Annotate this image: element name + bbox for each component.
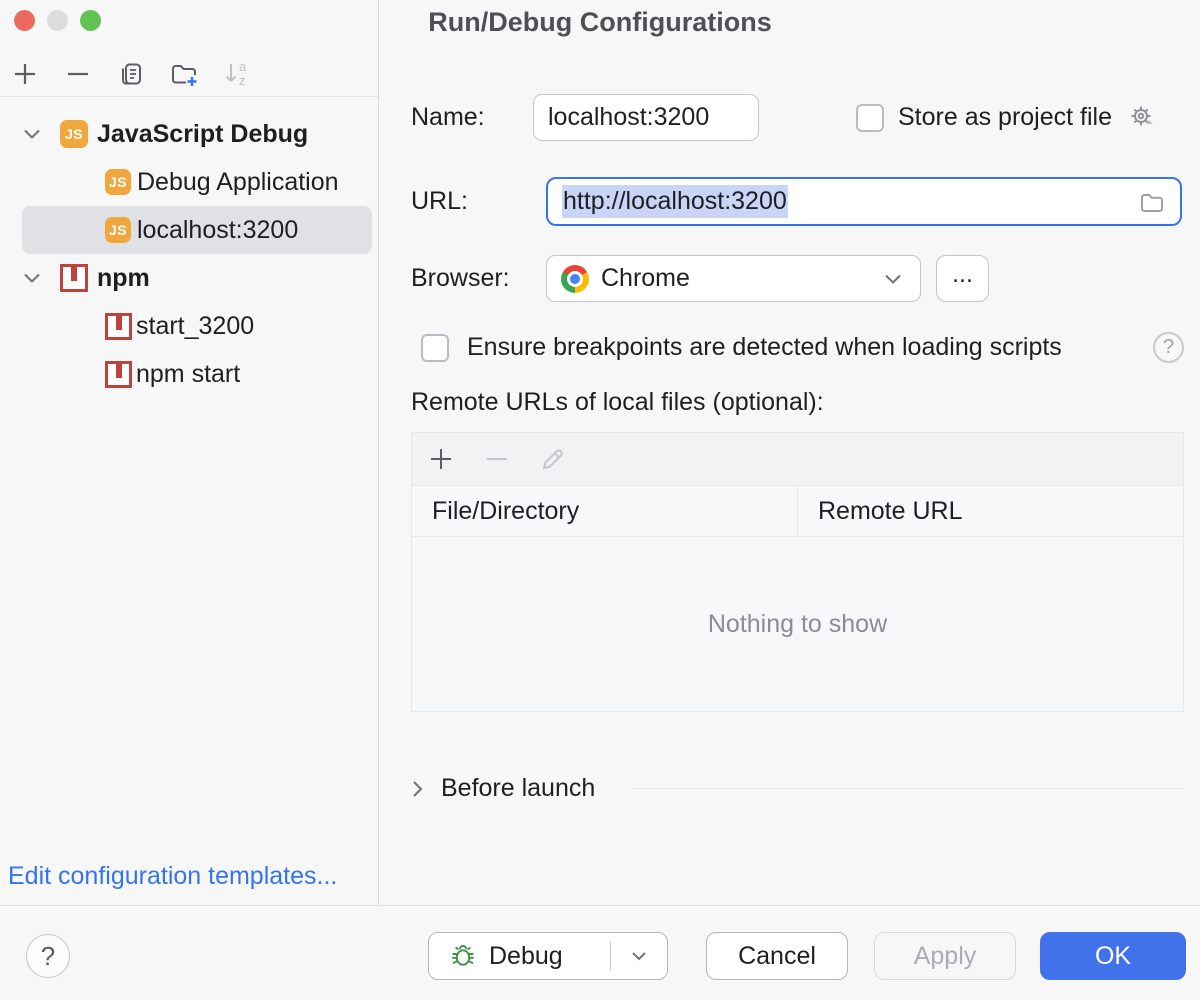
copy-icon[interactable] (116, 59, 146, 89)
before-launch-label: Before launch (441, 774, 596, 802)
debug-button-label: Debug (489, 941, 563, 970)
browse-folder-icon[interactable] (1138, 189, 1166, 215)
chevron-down-icon[interactable] (22, 127, 42, 141)
store-as-project-file-group: Store as project file (856, 102, 1160, 134)
table-toolbar (412, 433, 1183, 486)
javascript-icon: JS (60, 120, 88, 148)
column-header-remote-url[interactable]: Remote URL (797, 486, 1183, 536)
close-window-button[interactable] (14, 10, 35, 31)
dialog-help-button[interactable]: ? (26, 934, 70, 978)
ensure-breakpoints-label: Ensure breakpoints are detected when loa… (467, 333, 1062, 361)
npm-icon (60, 264, 88, 292)
svg-text:z: z (239, 73, 246, 88)
url-row: URL: http://localhost:3200 (411, 177, 1184, 226)
tree-item-start-3200[interactable]: start_3200 (22, 302, 372, 350)
tree-item-label: JavaScript Debug (97, 119, 309, 148)
dialog-footer: ? Debug Cancel Apply OK (0, 905, 1200, 1000)
titlebar: Run/Debug Configurations (0, 0, 1200, 44)
ok-button[interactable]: OK (1040, 932, 1186, 980)
add-icon[interactable] (10, 59, 40, 89)
browser-row: Browser: Chrome ... (411, 255, 1184, 302)
remote-urls-label: Remote URLs of local files (optional): (411, 388, 824, 416)
edit-configuration-templates-link[interactable]: Edit configuration templates... (8, 862, 338, 890)
chevron-right-icon (413, 780, 423, 797)
before-launch-divider (633, 788, 1184, 789)
name-input[interactable]: localhost:3200 (533, 94, 759, 141)
bug-icon (452, 945, 474, 966)
url-input[interactable]: http://localhost:3200 (546, 177, 1182, 226)
debug-button[interactable]: Debug (428, 932, 668, 980)
gear-icon[interactable] (1126, 102, 1160, 134)
tree-item-label: localhost:3200 (137, 215, 299, 244)
url-label: URL: (411, 187, 468, 215)
ensure-breakpoints-checkbox[interactable] (421, 333, 449, 362)
zoom-window-button[interactable] (80, 10, 101, 31)
tree-item-label: start_3200 (136, 311, 255, 340)
chevron-down-icon[interactable] (631, 951, 647, 962)
browser-more-button[interactable]: ... (936, 255, 989, 302)
remote-urls-row: Remote URLs of local files (optional): (411, 388, 1184, 417)
sort-icon[interactable]: a z (222, 59, 252, 89)
browser-label: Browser: (411, 264, 510, 292)
traffic-lights (14, 10, 101, 31)
help-glyph: ? (1162, 336, 1175, 358)
npm-icon (105, 360, 132, 388)
sidebar-toolbar: a z (0, 52, 378, 97)
chrome-icon (561, 264, 589, 293)
new-folder-icon[interactable] (169, 59, 199, 89)
name-label: Name: (411, 103, 485, 131)
name-value: localhost:3200 (548, 103, 710, 131)
npm-icon (105, 312, 132, 340)
table-body: Nothing to show (412, 537, 1183, 711)
table-edit-icon[interactable] (538, 444, 568, 474)
remote-urls-table: File/Directory Remote URL Nothing to sho… (411, 432, 1184, 712)
chevron-down-icon (884, 273, 902, 285)
apply-button-label: Apply (913, 941, 977, 970)
column-header-file-directory[interactable]: File/Directory (432, 496, 580, 525)
window-title: Run/Debug Configurations (428, 7, 772, 37)
chevron-down-icon[interactable] (22, 271, 42, 285)
svg-text:a: a (239, 59, 247, 74)
browser-more-label: ... (952, 260, 973, 288)
name-row: Name: localhost:3200 Store as project fi… (411, 94, 1184, 141)
store-as-project-file-checkbox[interactable] (856, 103, 884, 132)
help-icon[interactable]: ? (1153, 332, 1184, 363)
remove-icon[interactable] (63, 59, 93, 89)
minimize-window-button[interactable] (47, 10, 68, 31)
apply-button[interactable]: Apply (874, 932, 1016, 980)
url-value: http://localhost:3200 (562, 185, 788, 218)
tree-item-label: npm (97, 263, 150, 292)
cancel-button[interactable]: Cancel (706, 932, 848, 980)
tree-item-javascript-debug[interactable]: JS JavaScript Debug (22, 110, 372, 158)
tree-item-npm[interactable]: npm (22, 254, 372, 302)
store-as-project-file-label: Store as project file (898, 103, 1112, 131)
table-add-icon[interactable] (426, 444, 456, 474)
before-launch-section[interactable]: Before launch (411, 774, 1184, 803)
tree-item-npm-start[interactable]: npm start (22, 350, 372, 398)
split-button-divider (610, 941, 611, 971)
browser-dropdown[interactable]: Chrome (546, 255, 921, 302)
tree-item-label: Debug Application (137, 167, 339, 196)
ok-button-label: OK (1094, 941, 1132, 970)
configuration-form: Name: localhost:3200 Store as project fi… (380, 44, 1200, 905)
table-header: File/Directory Remote URL (412, 486, 1183, 537)
browser-value: Chrome (601, 264, 690, 292)
cancel-button-label: Cancel (738, 941, 816, 970)
table-empty-text: Nothing to show (707, 609, 888, 638)
javascript-icon: JS (105, 169, 131, 195)
ensure-breakpoints-row: Ensure breakpoints are detected when loa… (411, 332, 1184, 363)
table-remove-icon[interactable] (482, 444, 512, 474)
tree-item-label: npm start (136, 359, 241, 388)
javascript-icon: JS (105, 217, 131, 243)
help-glyph: ? (40, 940, 56, 971)
